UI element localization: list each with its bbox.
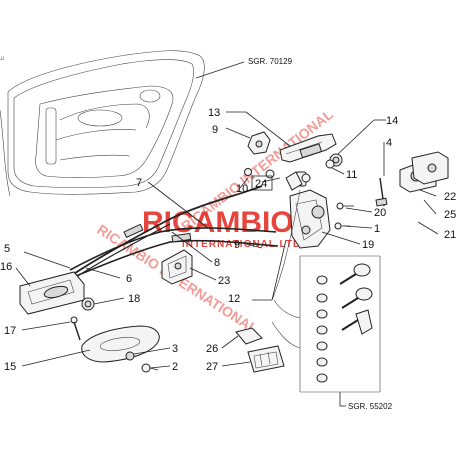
screws-20-1	[334, 202, 354, 230]
callout-22: 22	[444, 191, 456, 203]
leader-lines	[15, 111, 439, 369]
callout-12: 12	[228, 293, 240, 305]
callout-10: 10	[236, 183, 248, 195]
callout-21: 21	[444, 229, 456, 241]
watermark-brand: RICAMBIO	[142, 206, 294, 239]
callout-27: 27	[206, 361, 218, 373]
callout-5: 5	[4, 243, 10, 255]
callout-17: 17	[4, 325, 16, 337]
callout-6: 6	[126, 273, 132, 285]
part-23	[161, 249, 193, 285]
lock-assembly	[271, 171, 331, 301]
ref-lower: SGR. 55202	[348, 402, 393, 411]
inner-handle-16	[19, 271, 85, 315]
parts-3-2	[125, 351, 159, 373]
part-11	[325, 159, 335, 169]
outer-handle-13	[279, 133, 337, 163]
callout-26: 26	[206, 343, 218, 355]
callout-7: 7	[136, 177, 142, 189]
callouts: 13 9 14 4 7 11 10 24 22 20 25 1 21 9 19 …	[0, 107, 456, 373]
clip-9-upper	[247, 131, 271, 155]
bezel-15	[81, 325, 160, 363]
striker-group	[399, 151, 449, 193]
callout-9-lower: 9	[234, 239, 240, 251]
rods	[61, 169, 279, 287]
keys-panel	[271, 255, 381, 393]
callout-14: 14	[386, 115, 398, 127]
ref-lower-group: SGR. 55202	[339, 392, 393, 411]
callout-20: 20	[374, 207, 386, 219]
lock-cylinders	[316, 275, 328, 383]
part-18	[81, 297, 95, 311]
callout-8: 8	[214, 257, 220, 269]
ref-upper-group: SGR. 70129	[195, 54, 310, 79]
callout-15: 15	[4, 361, 16, 373]
callout-3: 3	[172, 343, 178, 355]
watermark-subtitle: INTERNATIONAL LTD	[182, 239, 301, 250]
screw-4	[375, 177, 388, 207]
box-24	[244, 168, 273, 191]
keys	[339, 263, 373, 335]
ref-upper: SGR. 70129	[248, 57, 293, 66]
callout-2: 2	[172, 361, 178, 373]
door-panel	[0, 50, 205, 197]
callout-24: 24	[255, 178, 267, 190]
connector-26-27	[235, 327, 285, 373]
callout-19: 19	[362, 239, 374, 251]
callout-18: 18	[128, 293, 140, 305]
callout-4: 4	[386, 137, 392, 149]
callout-16: 16	[0, 261, 12, 273]
callout-9-upper: 9	[212, 124, 218, 136]
callout-13: 13	[208, 107, 220, 119]
callout-25: 25	[444, 209, 456, 221]
screw-17	[70, 316, 81, 341]
corner-code: E	[0, 56, 6, 60]
callout-23: 23	[218, 275, 230, 287]
callout-1: 1	[374, 223, 380, 235]
callout-11: 11	[346, 169, 357, 181]
